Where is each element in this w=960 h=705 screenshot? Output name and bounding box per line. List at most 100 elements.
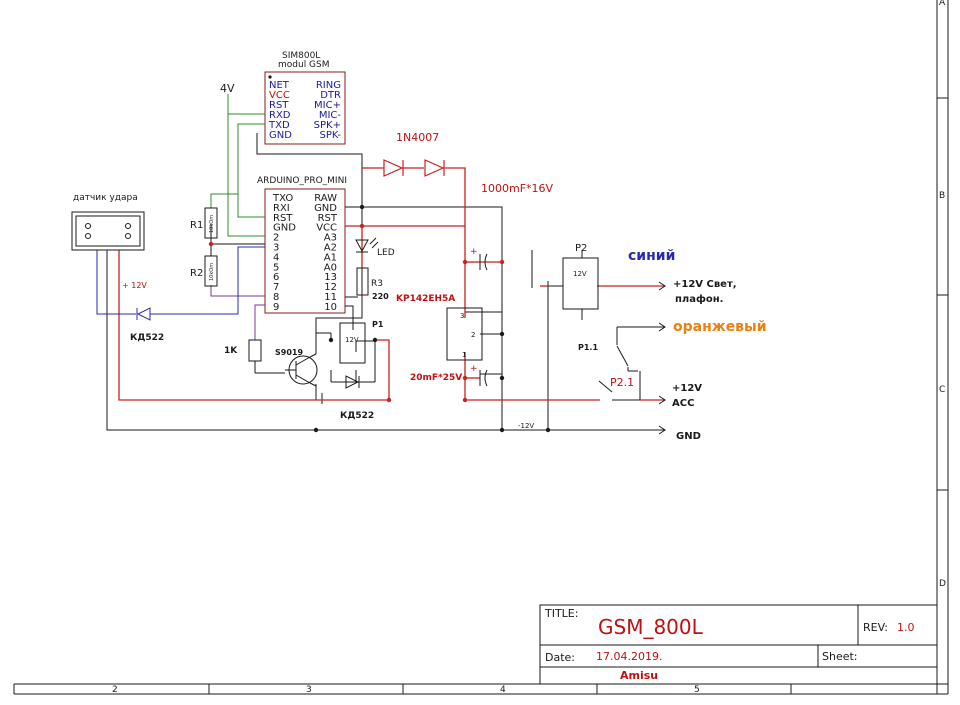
pin-label: GND [314, 203, 337, 214]
wires-blue [96, 246, 265, 315]
acc-label-1: +12V [672, 383, 702, 394]
resistor-r3-value: 220 [372, 292, 389, 301]
plus12-label: + 12V [122, 281, 147, 290]
regulator-pin: 2 [471, 331, 475, 339]
resistor-r1-value: 10kOm [209, 215, 215, 233]
relay-p1-coil [339, 322, 366, 364]
capacitor-20mf [479, 369, 488, 387]
pin-label: RXI [273, 203, 290, 214]
resistor-base [248, 339, 262, 362]
pin-label: 7 [273, 282, 279, 293]
relay-p2-coil [562, 257, 599, 310]
pin-label: 10 [324, 302, 337, 313]
transistor-s9019 [285, 332, 332, 387]
wires-red [118, 167, 665, 401]
capacitor-20mf-label: 20mF*25V [410, 373, 462, 383]
pin-label: MIC+ [314, 100, 341, 111]
diode-kd522-mid-label: КД522 [340, 411, 374, 421]
arduino-module [264, 188, 346, 314]
pin-label: 13 [324, 272, 337, 283]
frame-row-label: D [939, 579, 946, 589]
frame-col-label: 4 [500, 685, 506, 695]
pin-label: SPK- [320, 130, 342, 141]
junctions [208, 204, 551, 433]
frame-row-label: B [939, 191, 945, 201]
relay-p1-label: P1 [372, 320, 384, 329]
title-block [539, 604, 938, 685]
rev-value: 1.0 [897, 621, 915, 634]
capacitor-20mf-plus: + [470, 364, 478, 374]
pin-label: A2 [324, 243, 337, 254]
relay-p2-label: P2 [575, 243, 587, 254]
wires-black-2 [210, 224, 265, 256]
shock-sensor [71, 211, 145, 251]
pin-label: RST [269, 100, 289, 111]
resistor-r2-value: 10kOm [209, 263, 215, 281]
resistor-base-label: 1K [224, 346, 238, 356]
author-value: Amisu [620, 669, 658, 682]
regulator-label: KP142EH5A [396, 294, 455, 304]
pin-label: DTR [320, 90, 341, 101]
pin-label: VCC [316, 223, 337, 234]
date-label: Date: [545, 651, 575, 664]
resistor-r1-label: R1 [190, 220, 203, 231]
pin-label: 6 [273, 272, 279, 283]
diode-kd522-left-label: КД522 [130, 333, 164, 343]
sim800-subtitle: modul GSM [278, 60, 330, 70]
wires-black [106, 133, 665, 431]
resistor-r2-label: R2 [190, 268, 203, 279]
output-arrows [658, 281, 666, 435]
led [355, 237, 379, 253]
capacitor-1000mf-label: 1000mF*16V [481, 182, 554, 195]
frame-col-label: 5 [694, 685, 700, 695]
pin-label: 2 [273, 233, 279, 244]
sim800-title: SIM800L [282, 51, 320, 61]
pin-label: 11 [324, 292, 337, 303]
diode-1n4007-pair [380, 159, 450, 177]
pin-label: RAW [314, 193, 337, 204]
sinii-label: синий [628, 248, 675, 264]
pin-label: MIC- [319, 110, 342, 121]
pin-label: A1 [324, 252, 337, 263]
pin-label: TXO [272, 193, 293, 204]
pin-label: GND [273, 223, 296, 234]
pin-label: TXD [268, 120, 290, 131]
gnd-label: GND [676, 431, 701, 442]
sim800-supply-label: 4V [220, 82, 235, 95]
minus12-label: -12V [518, 422, 534, 430]
pin-label: RST [318, 213, 338, 224]
pin-label: 5 [273, 262, 279, 273]
resistor-r3 [356, 267, 369, 296]
title-label: TITLE: [544, 607, 578, 620]
diode-kd522-left [136, 307, 151, 321]
capacitor-1000mf-plus: + [470, 247, 478, 257]
pin-label: 9 [273, 302, 279, 313]
sheet-label: Sheet: [822, 650, 858, 663]
regulator-ic [446, 307, 483, 361]
pin-label: RXD [269, 110, 291, 121]
pin-label: 12 [324, 282, 337, 293]
frame-row-label: A [939, 0, 946, 8]
pin-label: A3 [324, 233, 337, 244]
diode-kd522-mid [345, 375, 360, 389]
pin-label: SPK+ [314, 120, 341, 131]
transistor-label: S9019 [275, 348, 303, 357]
sensor-label: датчик удара [73, 193, 138, 203]
wires-green [210, 94, 265, 237]
wires-purple [210, 285, 265, 340]
pin-label: A0 [324, 262, 337, 273]
pin-label: RING [316, 80, 341, 91]
pin-label: VCC [269, 90, 290, 101]
frame-col-label: 2 [112, 685, 118, 695]
sim800-module [264, 71, 346, 145]
led-label: LED [377, 248, 395, 258]
acc-label-2: ACC [672, 398, 694, 409]
resistor-r3-label: R3 [371, 279, 383, 289]
pin-label: 8 [273, 292, 279, 303]
